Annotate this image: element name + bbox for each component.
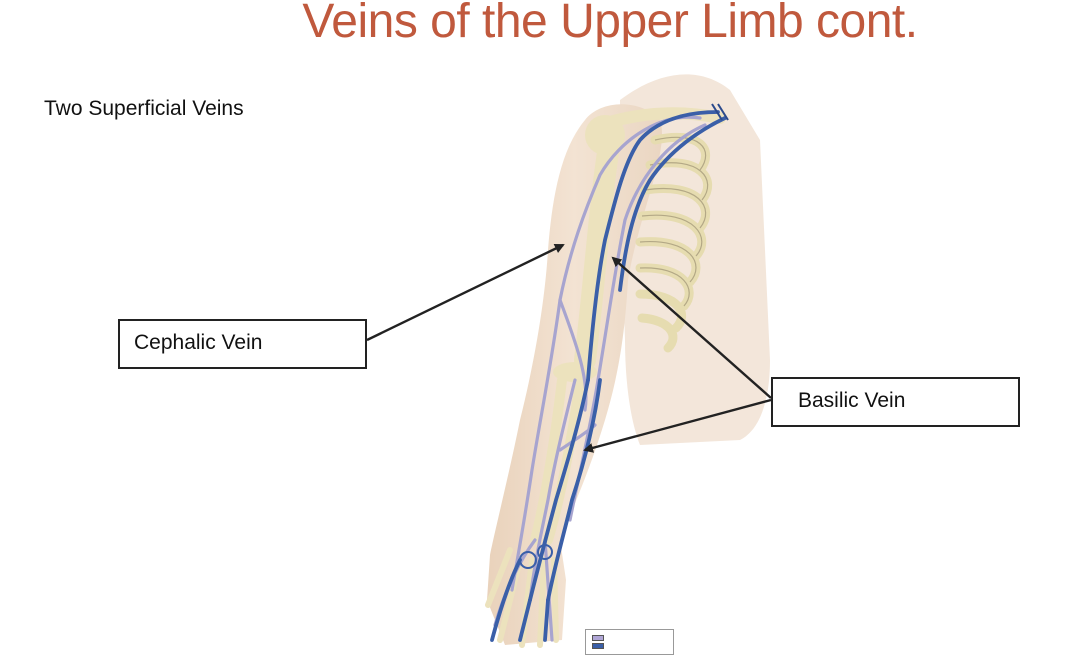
legend-swatch-deep [592,643,604,649]
cephalic-vein-text: Cephalic Vein [134,331,263,354]
basilic-pointer-upper [611,256,772,399]
basilic-pointer-lower [583,398,772,453]
slide-title: Veins of the Upper Limb cont. [302,0,918,48]
cephalic-vein-label: Cephalic Vein [118,319,367,369]
basilic-vein-text: Basilic Vein [798,389,906,412]
deep-veins [490,110,727,642]
legend-swatch-superficial [592,635,604,641]
basilic-vein-label: Basilic Vein [771,377,1020,427]
color-legend [585,629,674,655]
cephalic-pointer [366,243,565,342]
slide-subtitle: Two Superficial Veins [44,97,244,120]
